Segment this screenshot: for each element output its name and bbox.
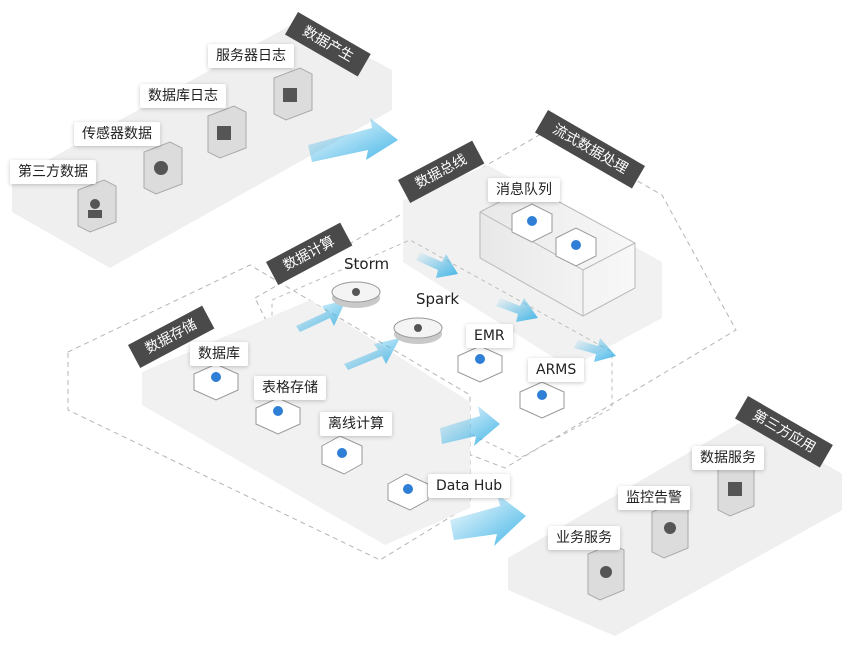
label-business-service: 业务服务 [548, 526, 620, 550]
label-database: 数据库 [190, 342, 248, 366]
database-cube [193, 363, 239, 401]
flow-arrow [296, 300, 346, 332]
emr-cube [457, 345, 503, 383]
label-offline-compute: 离线计算 [320, 412, 392, 436]
server-logs-device [273, 67, 313, 121]
label-arms: ARMS [528, 358, 585, 382]
mq-edge [582, 242, 636, 271]
mq-cube [511, 203, 553, 243]
database-logs-device [207, 105, 247, 159]
label-message-queue: 消息队列 [488, 178, 560, 202]
spark-puck [393, 317, 443, 344]
arms-cube [519, 381, 565, 419]
label-datahub: Data Hub [428, 474, 511, 498]
label-monitoring: 监控告警 [618, 486, 690, 510]
label-emr: EMR [466, 324, 513, 348]
label-storm: Storm [344, 255, 390, 273]
flow-arrow [440, 406, 500, 446]
monitoring-device [651, 501, 689, 559]
flow-arrow [308, 118, 398, 162]
flow-arrow [416, 252, 458, 278]
label-database-logs: 数据库日志 [140, 84, 226, 108]
datahub-hex [387, 473, 429, 511]
label-data-service: 数据服务 [692, 446, 764, 470]
label-spark: Spark [416, 290, 460, 308]
offline-compute-hex [321, 435, 363, 475]
flow-arrow [450, 494, 526, 546]
business-service-device [587, 543, 625, 601]
label-sensor-data: 传感器数据 [74, 122, 160, 146]
table-store-cube [255, 397, 301, 435]
flow-arrow [496, 298, 538, 322]
flow-arrow [344, 338, 400, 370]
third-party-data-device [77, 179, 117, 233]
flow-arrow [574, 338, 616, 362]
label-server-logs: 服务器日志 [208, 44, 294, 68]
label-third-party-data: 第三方数据 [10, 160, 96, 184]
data-service-device [717, 459, 755, 517]
mq-cube [555, 227, 597, 267]
label-table-store: 表格存储 [254, 376, 326, 400]
storm-puck [331, 281, 381, 308]
sensor-device [143, 141, 183, 195]
